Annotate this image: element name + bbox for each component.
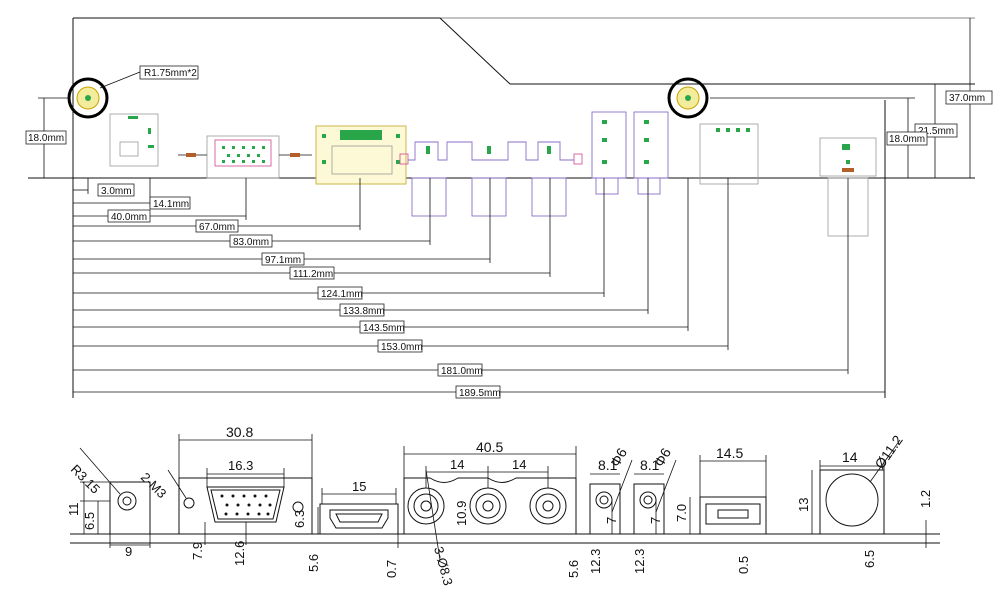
dim-label-box-7	[317, 286, 363, 300]
front-view: R3.15 11 6.5 9	[66, 424, 940, 587]
dim-label-3: 67.0mm	[199, 222, 235, 233]
vga-top	[178, 135, 312, 179]
rca-offset: 5.6	[566, 560, 581, 578]
audio-2-width: 8.1	[640, 457, 660, 473]
mount-hole-right	[667, 77, 709, 119]
vga-h-right: 6.3	[292, 510, 307, 528]
rca-pitch-1: 14	[450, 457, 464, 472]
dim-label-box-4	[229, 234, 273, 248]
dim-label-5: 97.1mm	[265, 255, 301, 266]
dim-label-12: 189.5mm	[459, 388, 501, 399]
ir-dia: Ø11.2	[871, 432, 906, 472]
audio-1-bottom: 12.3	[588, 549, 603, 574]
hdmi-bottom: 0.7	[384, 560, 399, 578]
hdmi-top	[315, 125, 407, 185]
rca-pitch-2: 14	[512, 457, 526, 472]
usb-bottom: 0.5	[736, 556, 751, 574]
dim-label-box-3	[195, 219, 239, 233]
usb-top	[699, 123, 759, 185]
dim-label-box-11	[437, 363, 483, 377]
dim-label-6: 111.2mm	[293, 269, 333, 280]
right-dim-1-box	[945, 90, 993, 105]
dc-radius: R3.15	[68, 462, 103, 497]
radius-note-box	[139, 65, 199, 80]
dim-label-box-8	[339, 303, 385, 317]
rca-front: 40.5 14 14 10.9 3-Ø8.3 5.6	[403, 439, 581, 587]
top-view: R1.75mm*2 18.0mm 37.0mm 21.5mm 18.0mm	[25, 17, 993, 399]
rca-total-width: 40.5	[476, 439, 503, 455]
dim-label-0: 3.0mm	[101, 186, 132, 197]
hdmi-width: 15	[352, 479, 366, 494]
rca-diameter: 3-Ø8.3	[431, 545, 456, 587]
vga-h-mid: 12.6	[232, 541, 247, 566]
dim-label-4: 83.0mm	[233, 237, 269, 248]
usb-front: 14.5 7.0 0.5	[674, 445, 767, 574]
mount-hole-left	[67, 77, 109, 119]
ir-top	[819, 137, 877, 237]
dim-label-box-2	[107, 209, 151, 223]
audio-1-height: 7	[604, 517, 619, 524]
dc-height-2: 6.5	[82, 512, 97, 530]
dc-width: 9	[125, 544, 132, 559]
rca-height: 10.9	[454, 501, 469, 526]
audio-jacks-top	[591, 111, 669, 195]
right-dim-3-box	[886, 131, 928, 146]
audio-jack-1-front: 8.1 Φ6 7 12.3	[588, 445, 633, 574]
dim-label-box-1	[149, 196, 191, 210]
ir-right: 1.2	[918, 490, 933, 508]
right-dim-1: 37.0mm	[949, 93, 985, 104]
dim-label-7: 124.1mm	[321, 289, 363, 300]
vga-outer-width: 30.8	[226, 424, 253, 440]
dim-label-box-0	[97, 183, 135, 197]
usb-width: 14.5	[716, 445, 743, 461]
dc-height: 11	[66, 503, 81, 517]
vga-front: 30.8 16.3 2-M3 7.9 12.6 6.3	[138, 424, 319, 566]
dim-label-11: 181.0mm	[441, 366, 483, 377]
ir-bottom: 6.5	[862, 550, 877, 568]
dc-jack-front: R3.15 11 6.5 9	[66, 447, 151, 559]
hdmi-front: 15 5.6 0.7	[306, 479, 399, 578]
ir-height: 13	[796, 498, 811, 512]
dim-label-10: 153.0mm	[381, 342, 423, 353]
vga-h-left: 7.9	[190, 542, 205, 560]
dim-label-2: 40.0mm	[111, 212, 147, 223]
horizontal-dimensions: 3.0mm 14.1mm 40.0mm 67.0mm 83.0mm 97.1mm 111.2…	[73, 178, 886, 399]
audio-jack-2-front: 8.1 Φ6 7 12.3	[632, 445, 677, 574]
vga-screw: 2-M3	[138, 470, 170, 502]
dim-label-box-6	[289, 266, 335, 280]
dim-label-box-5	[261, 252, 305, 266]
dim-label-1: 14.1mm	[153, 199, 189, 210]
audio-1-width: 8.1	[598, 457, 618, 473]
audio-2-height: 7	[648, 517, 663, 524]
left-dim: 18.0mm	[28, 133, 64, 144]
dim-label-box-10	[377, 339, 423, 353]
radius-note: R1.75mm*2	[144, 68, 197, 79]
dim-label-box-12	[455, 385, 501, 399]
left-dim-box	[25, 130, 67, 145]
right-dim-2: 21.5mm	[918, 126, 954, 137]
audio-2-bottom: 12.3	[632, 549, 647, 574]
board-chamfer	[439, 17, 511, 85]
ir-front: 14 Ø11.2 13 6.5 1.2	[796, 432, 933, 568]
dim-label-9: 143.5mm	[363, 323, 405, 334]
right-dim-3: 18.0mm	[889, 134, 925, 145]
vga-inner-width: 16.3	[228, 458, 253, 473]
hdmi-offset: 5.6	[306, 554, 321, 572]
rca-top	[399, 141, 583, 217]
radius-leader	[99, 71, 141, 89]
dc-jack-top	[109, 113, 159, 167]
ir-width: 14	[842, 449, 858, 465]
dim-label-box-9	[359, 320, 405, 334]
dim-label-8: 133.8mm	[343, 306, 385, 317]
usb-height: 7.0	[674, 504, 689, 522]
